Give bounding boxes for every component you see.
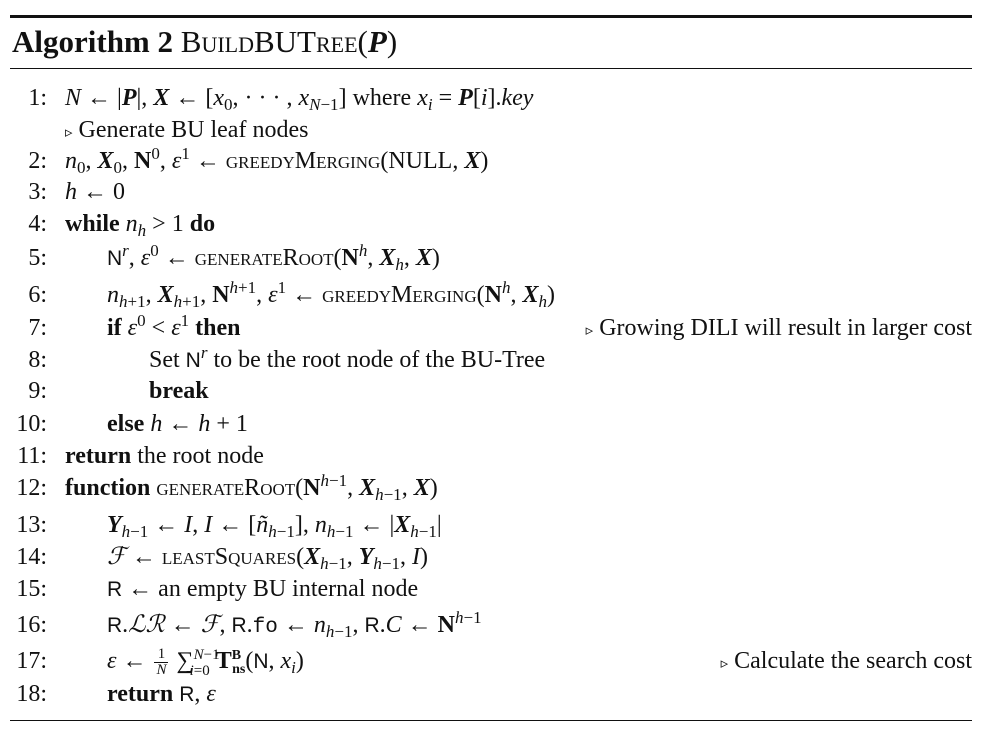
algorithm-line-13: 13: Yh−1 ← I, I ← [ñh−1], nh−1 ← |Xh−1| <box>0 509 975 541</box>
line-number: 12: <box>16 475 47 501</box>
algorithm-line-2: 2: n0, X0, N0, ε1 ← greedyMerging(NULL, … <box>0 145 975 177</box>
line-code: n0, X0, N0, ε1 ← greedyMerging(NULL, X) <box>65 144 489 177</box>
line-code: R.ℒℛ ← ℱ, R.fo ← nh−1, R.C ← Nh−1 <box>107 608 482 641</box>
triangle-icon: ▹ <box>65 125 73 141</box>
line-number: 15: <box>16 576 47 602</box>
line-code: while nh > 1 do <box>65 211 216 240</box>
line-comment: ▹Calculate the search cost <box>720 648 972 674</box>
algorithm-line-10: 10: else h ← h + 1 <box>0 408 975 440</box>
line-code: else h ← h + 1 <box>107 411 248 437</box>
line-number: 17: <box>16 648 47 674</box>
line-number: 16: <box>16 612 47 638</box>
line-number: 4: <box>28 211 47 237</box>
line-code: break <box>149 378 209 404</box>
algorithm-param: P <box>367 24 387 59</box>
line-code: N ← |P|, X ← [x0, · · · , xN−1] where xi… <box>65 85 534 114</box>
algorithm-line-6: 6: nh+1, Xh+1, Nh+1, ε1 ← greedyMerging(… <box>0 279 975 311</box>
line-number: 6: <box>28 282 47 308</box>
line-number: 1: <box>28 85 47 111</box>
line-code: Set Nr to be the root node of the BU-Tre… <box>149 343 546 373</box>
algorithm-line-8: 8: Set Nr to be the root node of the BU-… <box>0 344 975 376</box>
line-code: Nr, ε0 ← generateRoot(Nh, Xh, X) <box>107 241 440 274</box>
line-number: 10: <box>16 411 47 437</box>
line-number: 14: <box>16 544 47 570</box>
line-code: return R, ε <box>107 681 216 707</box>
line-code: function generateRoot(Nh−1, Xh−1, X) <box>65 471 438 504</box>
title-rule <box>10 68 972 69</box>
line-number: 3: <box>28 179 47 205</box>
line-number: 8: <box>28 347 47 373</box>
line-number: 18: <box>16 681 47 707</box>
algorithm-line-16: 16: R.ℒℛ ← ℱ, R.fo ← nh−1, R.C ← Nh−1 <box>0 609 975 641</box>
line-code: nh+1, Xh+1, Nh+1, ε1 ← greedyMerging(Nh,… <box>107 278 555 311</box>
line-number: 7: <box>28 315 47 341</box>
algorithm-line-7: 7: if ε0 < ε1 then ▹Growing DILI will re… <box>0 312 975 344</box>
line-number: 13: <box>16 512 47 538</box>
triangle-icon: ▹ <box>720 656 729 672</box>
algorithm-line-18: 18: return R, ε <box>0 678 975 710</box>
triangle-icon: ▹ <box>585 323 594 339</box>
line-code: Yh−1 ← I, I ← [ñh−1], nh−1 ← |Xh−1| <box>107 512 442 541</box>
algorithm-line-5: 5: Nr, ε0 ← generateRoot(Nh, Xh, X) <box>0 242 975 274</box>
line-number: 11: <box>17 443 47 469</box>
algorithm-line-9: 9: break <box>0 375 975 407</box>
line-number: 2: <box>28 148 47 174</box>
algorithm-name: BuildBUTree <box>180 24 358 59</box>
algorithm-label: Algorithm 2 <box>12 24 174 59</box>
line-number: 5: <box>28 245 47 271</box>
bottom-rule <box>10 720 972 721</box>
line-code: if ε0 < ε1 then <box>107 311 241 341</box>
algorithm-line-14: 14: ℱ ← leastSquares(Xh−1, Yh−1, I) <box>0 541 975 573</box>
algorithm-line-11: 11: return the root node <box>0 440 975 472</box>
algorithm-line-3: 3: h ← 0 <box>0 176 975 208</box>
algorithm-line-1: 1: N ← |P|, X ← [x0, · · · , xN−1] where… <box>0 82 975 114</box>
line-number: 9: <box>28 378 47 404</box>
line-comment: ▹Growing DILI will result in larger cost <box>585 315 972 341</box>
line-comment: ▹Generate BU leaf nodes <box>65 117 309 143</box>
algorithm-line-4: 4: while nh > 1 do <box>0 208 975 240</box>
line-code: return the root node <box>65 443 264 469</box>
algorithm-title: Algorithm 2 BuildBUTree(P) <box>12 24 398 59</box>
line-code: R ← an empty BU internal node <box>107 576 419 602</box>
top-rule <box>10 15 972 18</box>
line-code: h ← 0 <box>65 179 125 205</box>
algorithm-line-12: 12: function generateRoot(Nh−1, Xh−1, X) <box>0 472 975 504</box>
algorithm-line-15: 15: R ← an empty BU internal node <box>0 573 975 605</box>
algorithm-comment-line: ▹Generate BU leaf nodes <box>0 114 975 146</box>
line-code: ℱ ← leastSquares(Xh−1, Yh−1, I) <box>107 544 428 573</box>
